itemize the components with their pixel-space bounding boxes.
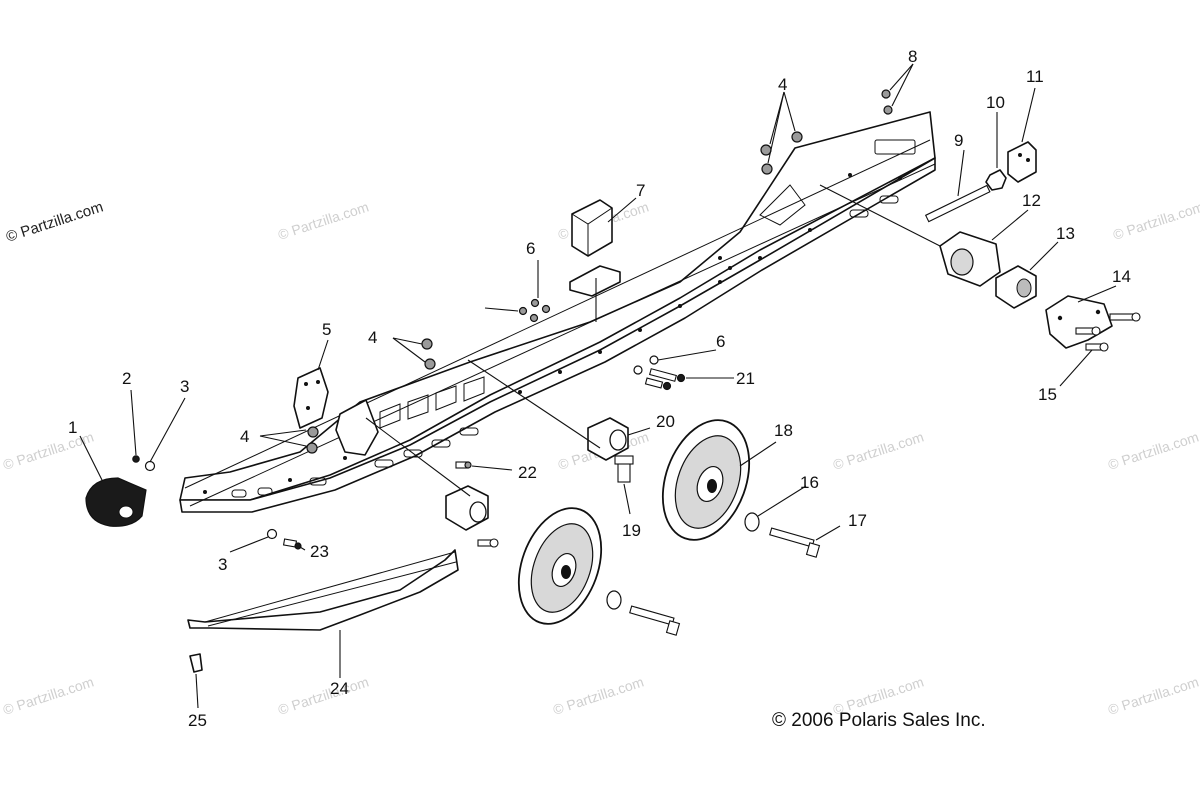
callout-21: 21	[736, 369, 755, 388]
callout-20: 20	[656, 412, 675, 431]
idler-wheel-lower	[517, 507, 603, 625]
callout-24: 24	[330, 679, 349, 698]
callout-10: 10	[986, 93, 1005, 112]
callout-7: 7	[636, 181, 645, 200]
rear-cap	[85, 477, 147, 527]
callout-labels: 1 2 3 3 4 4 4 5 6 6 7 8 9 10 11 12 13 14…	[68, 47, 1131, 730]
callout-1: 1	[68, 418, 77, 437]
callout-25: 25	[188, 711, 207, 730]
watermark-tile: © Partzilla.com	[276, 673, 371, 717]
callout-8: 8	[908, 47, 917, 66]
callout-17: 17	[848, 511, 867, 530]
callout-14: 14	[1112, 267, 1131, 286]
watermark-tile: © Partzilla.com	[1, 428, 96, 472]
callout-19: 19	[622, 521, 641, 540]
callout-11: 11	[1026, 67, 1044, 86]
callout-16: 16	[800, 473, 819, 492]
watermark-tile: © Partzilla.com	[276, 198, 371, 242]
callout-9: 9	[954, 131, 963, 150]
callout-3-upper: 3	[180, 377, 189, 396]
idler-wheel-upper	[661, 419, 751, 541]
callout-2: 2	[122, 369, 131, 388]
bumper-block	[569, 199, 621, 297]
watermark-tile: © Partzilla.com	[831, 428, 926, 472]
callout-4-rear: 4	[240, 427, 249, 446]
callout-15: 15	[1038, 385, 1057, 404]
leader-lines	[79, 63, 1117, 709]
callout-13: 13	[1056, 224, 1075, 243]
callout-6-lower: 6	[716, 332, 725, 351]
callout-3-lower: 3	[218, 555, 227, 574]
callout-23: 23	[310, 542, 329, 561]
watermark-tile: © Partzilla.com	[1, 673, 96, 717]
callout-4-front: 4	[778, 75, 787, 94]
callout-12: 12	[1022, 191, 1041, 210]
callout-4-middle: 4	[368, 328, 377, 347]
callout-5: 5	[322, 320, 331, 339]
callout-22: 22	[518, 463, 537, 482]
copyright-text: © 2006 Polaris Sales Inc.	[772, 710, 986, 731]
watermark-tile: © Partzilla.com	[1106, 673, 1200, 717]
partzilla-watermark: © Partzilla.com	[4, 198, 105, 245]
callout-6-upper: 6	[526, 239, 535, 258]
rail-assembly	[179, 111, 936, 631]
callout-18: 18	[774, 421, 793, 440]
watermark-tile: © Partzilla.com	[1106, 428, 1200, 472]
watermark-tile: © Partzilla.com	[1111, 198, 1200, 242]
watermark-tile: © Partzilla.com	[551, 673, 646, 717]
